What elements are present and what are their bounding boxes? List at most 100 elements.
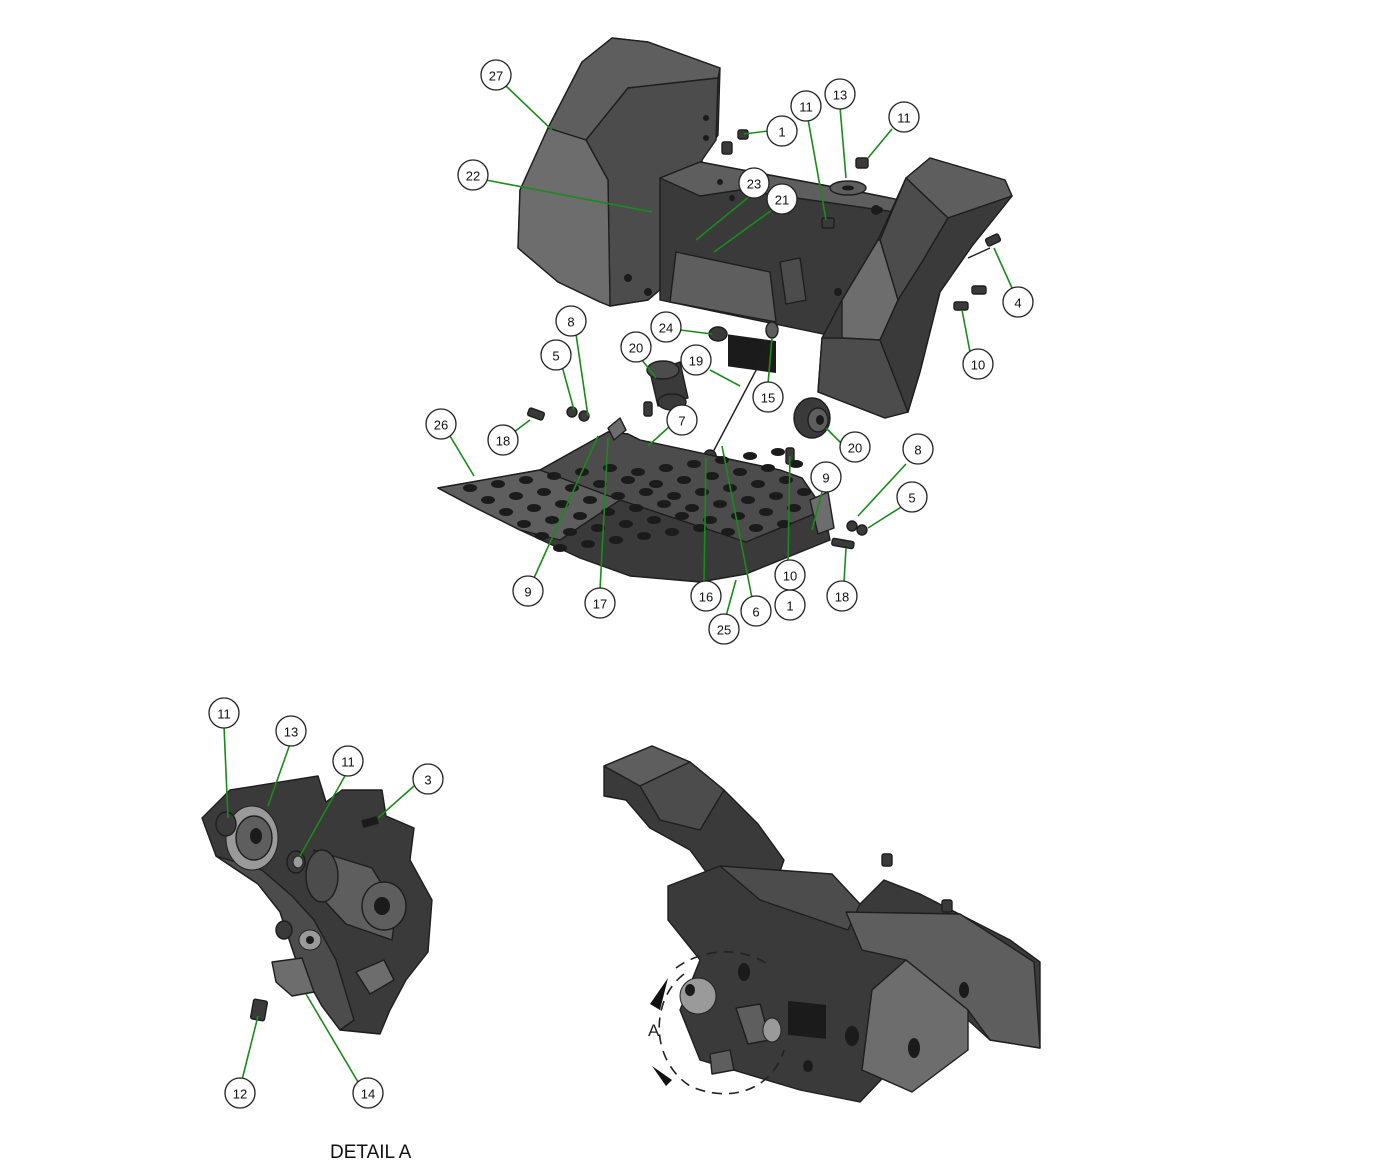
callout-label: 12 — [233, 1087, 247, 1102]
plate-hole — [591, 524, 605, 532]
plate-hole — [611, 492, 625, 500]
plate-hole — [789, 460, 803, 468]
plate-hole — [547, 472, 561, 480]
callout-d12: 12 — [224, 1077, 256, 1109]
callout-9b: 9 — [810, 461, 842, 493]
callout-5a: 5 — [540, 339, 572, 371]
callout-circle — [584, 587, 616, 619]
callout-label: 8 — [914, 443, 921, 458]
callout-label: 8 — [567, 315, 574, 330]
callout-label: 9 — [822, 471, 829, 486]
callout-11b: 11 — [888, 101, 920, 133]
plate-hole — [695, 488, 709, 496]
callout-label: 14 — [361, 1087, 375, 1102]
plate-hole — [499, 508, 513, 516]
plate-hole — [535, 532, 549, 540]
callout-9a: 9 — [512, 575, 544, 607]
callout-circle — [512, 575, 544, 607]
roller-left-part — [646, 360, 689, 411]
plate-hole — [797, 488, 811, 496]
callout-20b: 20 — [839, 431, 871, 463]
washer-part — [721, 129, 881, 229]
plate-hole — [759, 508, 773, 516]
plate-hole — [677, 476, 691, 484]
right-fender-part — [817, 157, 1013, 419]
callout-label: 11 — [341, 755, 355, 770]
callout-circle — [790, 90, 822, 122]
leader-lines-detail — [223, 725, 415, 1083]
callout-27: 27 — [480, 59, 512, 91]
callout-d13: 13 — [275, 715, 307, 747]
plate-hole — [609, 536, 623, 544]
callout-label: 9 — [524, 585, 531, 600]
plate-hole — [665, 528, 679, 536]
plate-hole — [779, 476, 793, 484]
plate-hole — [741, 496, 755, 504]
plate-hole — [491, 480, 505, 488]
callout-d11a: 11 — [208, 697, 240, 729]
floor-plate-holes — [463, 448, 811, 552]
plate-hole — [751, 480, 765, 488]
plate-hole — [713, 500, 727, 508]
callout-1b: 1 — [774, 589, 806, 621]
plate-hole — [761, 464, 775, 472]
callout-label: 6 — [752, 605, 759, 620]
callout-circle — [540, 339, 572, 371]
callout-label: 7 — [678, 414, 685, 429]
callout-circle — [620, 331, 652, 363]
callout-circle — [896, 481, 928, 513]
assembled-view: A — [603, 745, 1041, 1103]
callout-5b: 5 — [896, 481, 928, 513]
bolts-left-group — [526, 401, 868, 550]
callout-16: 16 — [690, 580, 722, 612]
plate-hole — [715, 456, 729, 464]
callout-circle — [839, 431, 871, 463]
center-beam-part — [659, 161, 906, 374]
callout-label: 25 — [717, 623, 731, 638]
roller-right-part — [793, 397, 831, 439]
callout-circle — [1002, 286, 1034, 318]
callout-circle — [412, 763, 444, 795]
callout-label: 5 — [552, 349, 559, 364]
detail-hardware-part — [249, 920, 322, 1022]
plate-hole — [769, 492, 783, 500]
callout-circle — [752, 381, 784, 413]
callout-label: 17 — [593, 597, 607, 612]
callout-circle — [224, 1077, 256, 1109]
callout-4: 4 — [1002, 286, 1034, 318]
callout-label: 10 — [971, 358, 985, 373]
callout-23: 23 — [738, 167, 770, 199]
callout-label: 27 — [489, 69, 503, 84]
plate-hole — [649, 480, 663, 488]
callout-circle — [708, 613, 740, 645]
plate-hole — [657, 500, 671, 508]
plate-hole — [565, 484, 579, 492]
callout-21: 21 — [766, 183, 798, 215]
callout-label: 20 — [848, 441, 862, 456]
callout-7: 7 — [666, 404, 698, 436]
plate-hole — [667, 492, 681, 500]
callout-22: 22 — [457, 159, 489, 191]
detail-caption: DETAIL A — [330, 1142, 412, 1163]
callout-8a: 8 — [555, 305, 587, 337]
callout-10a: 10 — [962, 348, 994, 380]
callout-circle — [826, 580, 858, 612]
callout-label: 11 — [799, 100, 813, 115]
callout-circle — [208, 697, 240, 729]
callout-label: 3 — [424, 773, 431, 788]
callout-circle — [457, 159, 489, 191]
callout-circle — [680, 344, 712, 376]
callout-label: 16 — [699, 590, 713, 605]
callout-label: 10 — [783, 569, 797, 584]
plate-hole — [573, 512, 587, 520]
callout-label: 4 — [1014, 296, 1021, 311]
callout-6: 6 — [740, 595, 772, 627]
leader-lines-main — [449, 85, 1013, 617]
plate-hole — [637, 532, 651, 540]
callout-circle — [352, 1077, 384, 1109]
callout-11a: 11 — [790, 90, 822, 122]
callout-20a: 20 — [620, 331, 652, 363]
callout-label: 23 — [747, 177, 761, 192]
callout-1a: 1 — [766, 115, 798, 147]
